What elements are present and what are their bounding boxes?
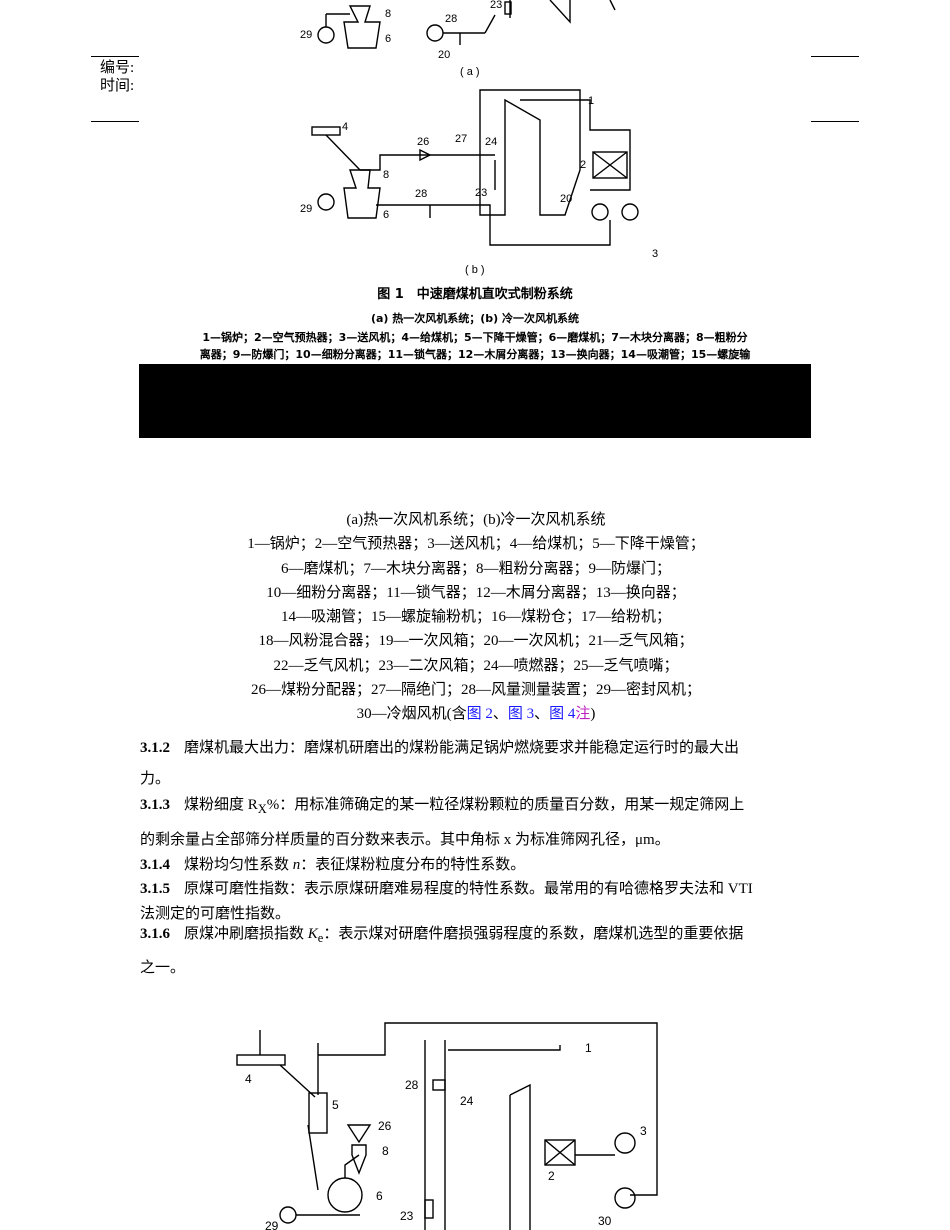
figure-2-diagram: 4 5 28 24 1 26 8 3 2 6 29 23 30 <box>236 1022 658 1230</box>
figure-label: 8 <box>382 1144 389 1158</box>
separator-symbol <box>308 1092 328 1134</box>
figure-label: 26 <box>417 136 429 148</box>
figure-1-diagram: 29 8 6 28 20 23 ( a ) 4 26 27 24 1 2 8 6… <box>300 0 658 276</box>
section-3-1-2-cont: 力。 <box>140 771 171 787</box>
section-3-1-3: 3.1.3 煤粉细度 RX%：用标准筛确定的某一粒径煤粉颗粒的质量百分数，用某一规… <box>140 793 812 817</box>
figure-label: 26 <box>378 1119 392 1133</box>
section-3-1-6-cont: 之一。 <box>140 960 186 976</box>
section-3-1-5: 3.1.5 原煤可磨性指数：表示原煤研磨难易程度的特性系数。最常用的有哈德格罗夫法… <box>140 877 812 898</box>
section-3-1-4: 3.1.4 煤粉均匀性系数 n：表征煤粉粒度分布的特性系数。 <box>140 853 812 874</box>
subfigure-b-label: ( b ) <box>465 264 485 276</box>
air-preheater-symbol <box>592 151 628 179</box>
figure-label: 6 <box>385 33 391 45</box>
section-text: 磨煤机最大出力：磨煤机研磨出的煤粉能满足锅炉燃烧要求并能稳定运行时的最大出 <box>184 740 740 756</box>
figure-1-subtitle: (a) 热一次风机系统；(b) 冷一次风机系统 <box>370 312 580 325</box>
figure-1-legend-line: 离器；9—防爆门；10—细粉分离器；11—锁气器；12—木屑分离器；13—换向器… <box>199 348 751 361</box>
figure-label: 1 <box>588 95 594 107</box>
header-rule <box>811 56 859 57</box>
figure-label: 24 <box>460 1094 474 1108</box>
header-rule <box>811 121 859 122</box>
figure-label: 29 <box>300 29 312 41</box>
figure-label: 23 <box>400 1209 414 1223</box>
link-fig4[interactable]: 图 4 <box>549 706 576 723</box>
legend-line: 10—细粉分离器；11—锁气器；12—木屑分离器；13—换向器； <box>266 584 686 601</box>
subscript: X <box>257 802 267 816</box>
legend-line: (a)热一次风机系统；(b)冷一次风机系统 <box>346 512 606 528</box>
figure-label: 3 <box>640 1124 647 1138</box>
figure-label: 4 <box>342 121 348 133</box>
figure-label: 28 <box>415 188 427 200</box>
section-number: 3.1.4 <box>140 857 170 873</box>
figure-label: 4 <box>245 1072 252 1086</box>
legend-line: 6—磨煤机；7—木块分离器；8—粗粉分离器；9—防爆门； <box>280 560 671 577</box>
figure-label: 3 <box>652 248 658 260</box>
fan-symbol <box>317 26 335 44</box>
number-label: 编号: <box>100 60 135 76</box>
separator: 、 <box>534 706 550 723</box>
figure-label: 28 <box>445 13 457 25</box>
section-text: ：表示煤对研磨件磨损强弱程度的系数，磨煤机选型的重要依据 <box>323 926 744 942</box>
legend-line: 30—冷烟风机(含图 2、图 3、图 4注) <box>140 702 812 726</box>
subscript: e <box>317 931 324 945</box>
figure-label: 8 <box>383 169 389 181</box>
section-3-1-2: 3.1.2 磨煤机最大出力：磨煤机研磨出的煤粉能满足锅炉燃烧要求并能稳定运行时的最… <box>140 736 812 757</box>
header-rule <box>91 121 139 122</box>
figure-label: 23 <box>475 187 487 199</box>
legend-text: 30—冷烟风机(含 <box>356 706 467 723</box>
section-text: 原煤可磨性指数：表示原煤研磨难易程度的特性系数。最常用的有哈德格罗夫法和 VTI <box>184 881 753 897</box>
header-rule <box>91 56 139 57</box>
redaction-block <box>139 364 811 438</box>
separator: 、 <box>492 706 508 723</box>
feeder-symbol <box>311 126 341 136</box>
figure-label: 8 <box>385 8 391 20</box>
mill-symbol <box>343 5 381 49</box>
section-text: ：表征煤粉粒度分布的特性系数。 <box>300 857 526 873</box>
subfigure-a-label: ( a ) <box>460 66 480 78</box>
figure-label: 30 <box>598 1214 612 1228</box>
section-text: %：用标准筛确定的某一粒径煤粉颗粒的质量百分数，用某一规定筛网上 <box>266 797 745 813</box>
symbol: n <box>292 857 301 873</box>
figure-label: 27 <box>455 133 467 145</box>
time-label: 时间: <box>100 78 135 94</box>
figure-label: 24 <box>485 136 497 148</box>
link-note[interactable]: 注 <box>575 706 591 723</box>
figure-1-legend-line: 1—锅炉；2—空气预热器；3—送风机；4—给煤机；5—下降干燥管；6—磨煤机；7… <box>202 331 748 344</box>
figure-label: 20 <box>438 49 450 61</box>
figure-label: 2 <box>580 159 586 171</box>
figure-label: 20 <box>560 193 572 205</box>
symbol: K <box>307 926 318 942</box>
section-text: 煤粉均匀性系数 <box>184 857 293 873</box>
figure-label: 5 <box>332 1098 339 1112</box>
figure-label: 29 <box>300 203 312 215</box>
link-fig3[interactable]: 图 3 <box>507 706 535 723</box>
legend-line: 1—锅炉；2—空气预热器；3—送风机；4—给煤机；5—下降干燥管； <box>247 536 705 553</box>
legend-line: 14—吸潮管；15—螺旋输粉机；16—煤粉仓；17—给粉机； <box>280 609 671 626</box>
legend-text: ) <box>590 706 596 723</box>
section-number: 3.1.6 <box>140 926 170 942</box>
figure-1-title: 图 1 中速磨煤机直吹式制粉系统 <box>377 287 573 302</box>
figure-label: 6 <box>383 209 389 221</box>
section-text: 原煤冲刷磨损指数 <box>184 926 308 942</box>
figure-label: 29 <box>265 1219 279 1230</box>
section-3-1-6: 3.1.6 原煤冲刷磨损指数 Ke：表示煤对研磨件磨损强弱程度的系数，磨煤机选型的… <box>140 922 812 946</box>
section-number: 3.1.5 <box>140 881 170 897</box>
boiler-symbol <box>479 89 581 216</box>
figure-label: 2 <box>548 1169 555 1183</box>
figure-label: 6 <box>376 1189 383 1203</box>
section-3-1-3-cont: 的剩余量占全部筛分样质量的百分数来表示。其中角标 x 为标准筛网孔径，μm。 <box>140 832 670 848</box>
air-preheater-symbol <box>544 1139 576 1166</box>
legend-line: 26—煤粉分配器；27—隔绝门；28—风量测量装置；29—密封风机； <box>250 682 701 699</box>
figure-label: 1 <box>585 1041 592 1055</box>
section-number: 3.1.3 <box>140 797 170 813</box>
section-number: 3.1.2 <box>140 740 170 756</box>
link-fig2[interactable]: 图 2 <box>466 706 493 723</box>
section-3-1-5-cont: 法测定的可磨性指数。 <box>140 906 291 922</box>
figure-label: 28 <box>405 1078 419 1092</box>
figure-legend: (a)热一次风机系统；(b)冷一次风机系统 1—锅炉；2—空气预热器；3—送风机… <box>140 508 812 727</box>
legend-line: 22—乏气风机；23—二次风箱；24—喷燃器；25—乏气喷嘴； <box>273 657 679 674</box>
legend-line: 18—风粉混合器；19—一次风箱；20—一次风机；21—乏气风箱； <box>258 633 694 650</box>
figure-label: 23 <box>490 0 502 11</box>
section-text: 煤粉细度 R <box>184 797 258 813</box>
